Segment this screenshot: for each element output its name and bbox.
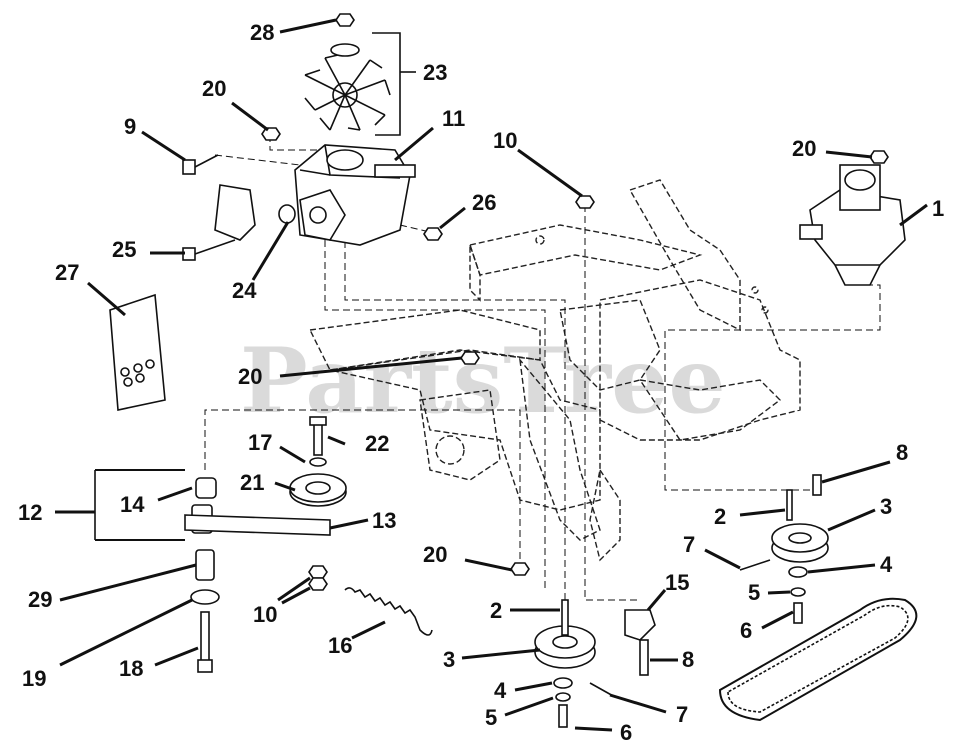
- bolt-25: [182, 239, 236, 261]
- assembly-lines: [204, 135, 881, 610]
- callout-22: 22: [365, 431, 389, 456]
- callout-10-top: 10: [493, 128, 517, 153]
- leader-lines: [55, 18, 928, 732]
- nut-20-top: [261, 127, 281, 141]
- callout-6-right: 6: [740, 618, 752, 643]
- callout-16: 16: [328, 633, 352, 658]
- nut-10-top: [575, 195, 595, 209]
- callout-5-right: 5: [748, 580, 760, 605]
- nuts-10: [308, 565, 328, 591]
- callout-24: 24: [232, 278, 257, 303]
- callout-6-center: 6: [620, 720, 632, 745]
- decal: [109, 293, 166, 411]
- chassis-frame: [308, 179, 801, 562]
- callout-2-right: 2: [714, 504, 726, 529]
- nut-20-low: [510, 562, 530, 576]
- bracket-15: [624, 609, 656, 676]
- gearbox-left: [294, 144, 416, 246]
- callout-17: 17: [248, 430, 272, 455]
- pulley-right: [739, 474, 829, 624]
- bracket-24: [214, 184, 296, 241]
- callout-19: 19: [22, 666, 46, 691]
- callout-28: 28: [250, 20, 274, 45]
- callout-labels: 1 2 2 3 3 4 4 5 5 6 6 7 7 8 8 9 10 10 11…: [18, 20, 944, 745]
- idler-pulley: [289, 416, 347, 507]
- callout-27: 27: [55, 260, 79, 285]
- callout-4-right: 4: [880, 552, 893, 577]
- callout-7-center: 7: [676, 702, 688, 727]
- callout-20-mid: 20: [238, 364, 262, 389]
- nut-20-mid: [460, 351, 480, 365]
- callout-4-center: 4: [494, 678, 507, 703]
- callout-8-center: 8: [682, 647, 694, 672]
- washer-23: [330, 43, 360, 57]
- callout-26: 26: [472, 190, 496, 215]
- v-belt: [718, 597, 918, 722]
- bolt-9: [182, 154, 219, 175]
- callout-29: 29: [28, 587, 52, 612]
- callout-7-right: 7: [683, 532, 695, 557]
- callout-20-top: 20: [202, 76, 226, 101]
- nut-28: [335, 13, 355, 27]
- callout-8-right: 8: [896, 440, 908, 465]
- callout-13: 13: [372, 508, 396, 533]
- callout-11: 11: [442, 106, 465, 131]
- pulley-center: [534, 599, 616, 728]
- callout-20-low: 20: [423, 542, 447, 567]
- callout-1: 1: [932, 196, 944, 221]
- callout-3-right: 3: [880, 494, 892, 519]
- callout-2-center: 2: [490, 598, 502, 623]
- callout-9: 9: [124, 114, 136, 139]
- callout-18: 18: [119, 656, 143, 681]
- callout-12: 12: [18, 500, 42, 525]
- fan: [304, 54, 391, 131]
- idler-bracket: [94, 469, 331, 673]
- callout-25: 25: [112, 237, 136, 262]
- callout-3-center: 3: [443, 647, 455, 672]
- nut-26: [423, 227, 443, 241]
- gearbox-right: [799, 150, 906, 286]
- callout-20-right: 20: [792, 136, 816, 161]
- callout-5-center: 5: [485, 705, 497, 730]
- spring: [344, 587, 433, 636]
- callout-10-low: 10: [253, 602, 277, 627]
- callout-23: 23: [423, 60, 447, 85]
- callout-21: 21: [240, 470, 264, 495]
- callout-15: 15: [665, 570, 689, 595]
- callout-14: 14: [120, 492, 145, 517]
